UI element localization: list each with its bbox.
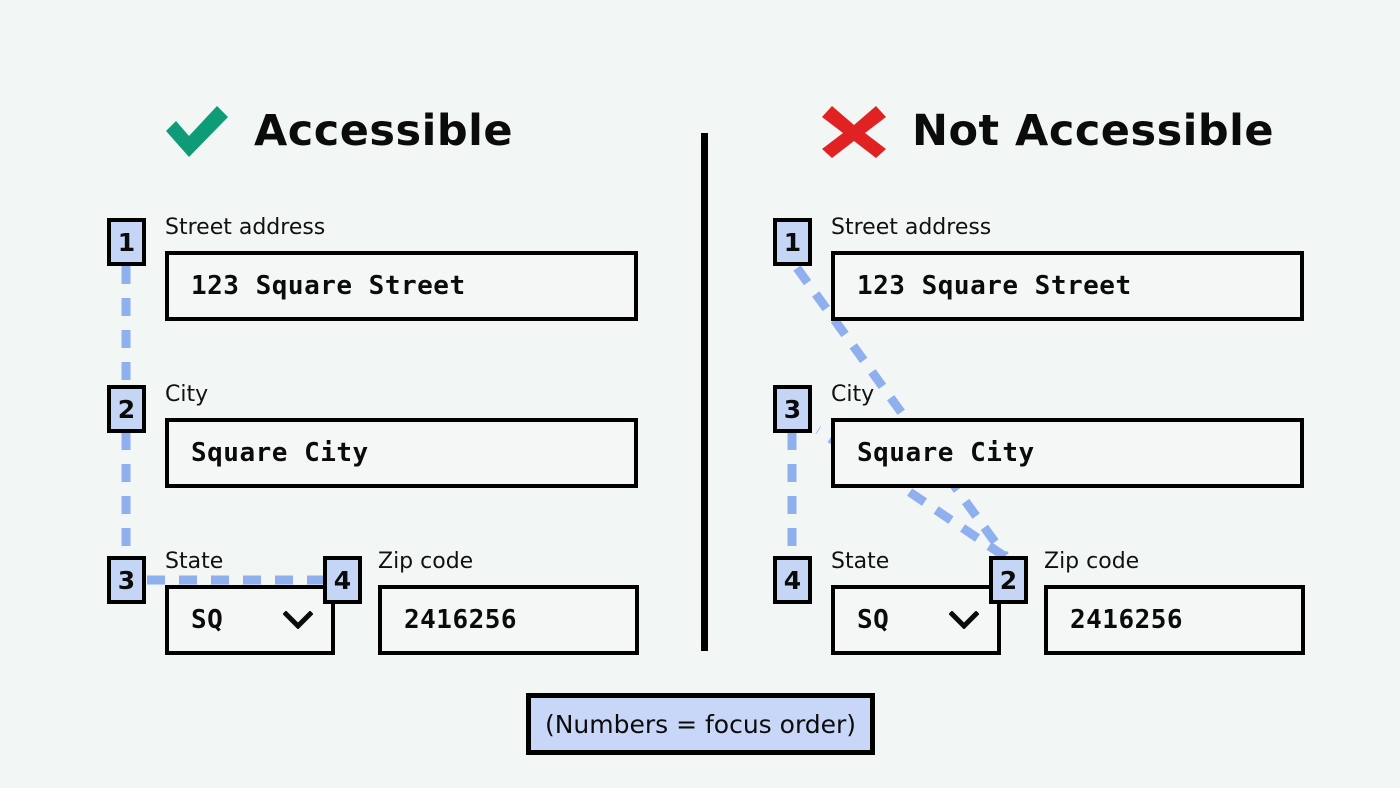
panel-title-not-accessible: Not Accessible	[912, 105, 1275, 156]
panel-title-accessible: Accessible	[254, 105, 514, 156]
input-zip-code-value: 2416256	[404, 605, 518, 635]
focus-badge-zip-code: 4	[323, 556, 362, 604]
panel-header-accessible: Accessible	[160, 100, 513, 162]
input-zip-code-bad-value: 2416256	[1070, 605, 1184, 635]
chevron-down-icon	[283, 611, 313, 629]
field-state: State SQ	[165, 551, 335, 655]
focus-badge-city: 2	[107, 385, 146, 433]
input-street-address-value: 123 Square Street	[191, 271, 466, 301]
focus-badge-city-bad: 3	[773, 385, 812, 433]
label-city-bad: City	[831, 382, 875, 407]
panel-divider	[701, 133, 708, 651]
field-city: City Square City	[165, 384, 638, 488]
field-zip-code-bad: Zip code 2416256	[1044, 551, 1305, 655]
field-city-bad: City Square City	[831, 384, 1304, 488]
field-street-address-bad: Street address 123 Square Street	[831, 217, 1304, 321]
label-state: State	[165, 549, 224, 574]
input-city-bad[interactable]: Square City	[831, 418, 1304, 488]
label-city: City	[165, 382, 209, 407]
select-state-bad-value: SQ	[857, 605, 890, 635]
check-icon	[166, 106, 228, 157]
focus-badge-state: 3	[107, 556, 146, 604]
label-street-address: Street address	[165, 215, 326, 240]
panel-header-not-accessible: Not Accessible	[818, 100, 1274, 162]
label-zip-code: Zip code	[378, 549, 474, 574]
field-street-address: Street address 123 Square Street	[165, 217, 638, 321]
select-state-bad[interactable]: SQ	[831, 585, 1001, 655]
input-street-address-bad-value: 123 Square Street	[857, 271, 1132, 301]
input-street-address[interactable]: 123 Square Street	[165, 251, 638, 321]
input-city-value: Square City	[191, 438, 369, 468]
label-state-bad: State	[831, 549, 890, 574]
input-street-address-bad[interactable]: 123 Square Street	[831, 251, 1304, 321]
label-street-address-bad: Street address	[831, 215, 992, 240]
input-zip-code[interactable]: 2416256	[378, 585, 639, 655]
legend-text: (Numbers = focus order)	[544, 709, 857, 739]
label-zip-code-bad: Zip code	[1044, 549, 1140, 574]
focus-badge-state-bad: 4	[773, 556, 812, 604]
input-city[interactable]: Square City	[165, 418, 638, 488]
input-city-bad-value: Square City	[857, 438, 1035, 468]
legend-box: (Numbers = focus order)	[526, 693, 875, 755]
select-state[interactable]: SQ	[165, 585, 335, 655]
field-state-bad: State SQ	[831, 551, 1001, 655]
chevron-down-icon	[949, 611, 979, 629]
focus-badge-street-address-bad: 1	[773, 218, 812, 266]
field-zip-code: Zip code 2416256	[378, 551, 639, 655]
focus-badge-zip-code-bad: 2	[989, 556, 1028, 604]
input-zip-code-bad[interactable]: 2416256	[1044, 585, 1305, 655]
focus-badge-street-address: 1	[107, 218, 146, 266]
select-state-value: SQ	[191, 605, 224, 635]
cross-icon	[822, 106, 886, 158]
